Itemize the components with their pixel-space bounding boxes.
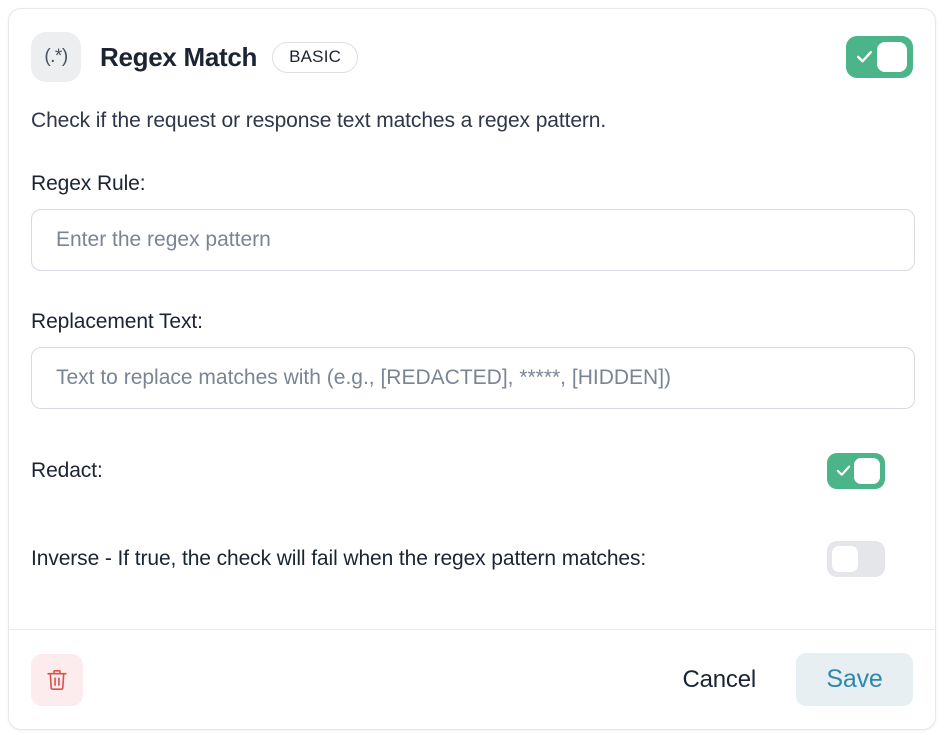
check-icon [836, 465, 851, 476]
inverse-toggle[interactable] [827, 541, 885, 577]
inverse-label: Inverse - If true, the check will fail w… [31, 547, 647, 570]
delete-button[interactable] [31, 653, 83, 706]
check-icon [856, 50, 873, 63]
card-header: (.*) Regex Match BASIC [31, 31, 913, 83]
card-body: (.*) Regex Match BASIC Check if the requ… [9, 9, 935, 629]
replacement-text-field: Replacement Text: [31, 310, 915, 409]
inverse-row: Inverse - If true, the check will fail w… [31, 541, 913, 577]
cancel-button[interactable]: Cancel [668, 658, 770, 702]
toggle-knob [854, 458, 880, 484]
page-title: Regex Match [100, 41, 258, 72]
card-footer: Cancel Save [9, 629, 935, 729]
regex-rule-input[interactable] [31, 209, 915, 271]
redact-label: Redact: [31, 459, 103, 482]
redact-row: Redact: [31, 453, 913, 489]
check-config-card: (.*) Regex Match BASIC Check if the requ… [8, 8, 936, 730]
status-badge: BASIC [272, 41, 359, 73]
check-description: Check if the request or response text ma… [31, 109, 607, 132]
redact-toggle[interactable] [827, 453, 885, 489]
regex-rule-label: Regex Rule: [31, 172, 146, 195]
toggle-knob [832, 546, 858, 572]
save-button[interactable]: Save [796, 653, 913, 706]
regex-icon: (.*) [31, 32, 81, 82]
replacement-text-label: Replacement Text: [31, 310, 203, 333]
regex-rule-field: Regex Rule: [31, 172, 915, 271]
enable-check-toggle[interactable] [846, 36, 913, 78]
replacement-text-input[interactable] [31, 347, 915, 409]
toggle-knob [877, 42, 907, 72]
trash-icon [47, 669, 67, 690]
